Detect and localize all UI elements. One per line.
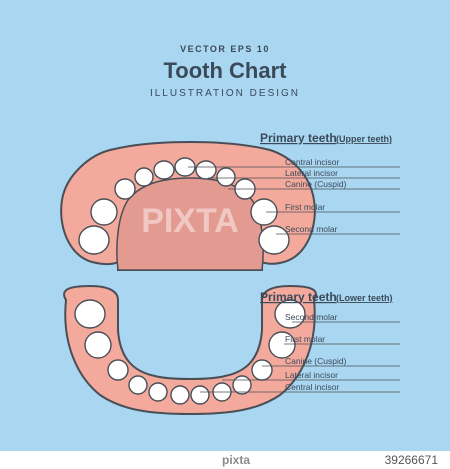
lower-section-subtitle: (Lower teeth) — [336, 293, 393, 303]
lower-label-first-molar: First molar — [285, 334, 325, 344]
lower-label-canine: Canine (Cuspid) — [285, 356, 347, 366]
lower-label-lateral-incisor: Lateral incisor — [285, 370, 338, 380]
lower-tooth — [268, 331, 296, 359]
upper-label-lateral-incisor: Lateral incisor — [285, 168, 338, 178]
lower-section-title: Primary teeth — [260, 290, 337, 304]
upper-tooth — [78, 225, 110, 255]
upper-tooth — [153, 160, 175, 180]
lower-tooth — [232, 375, 252, 395]
watermark: PIXTA — [141, 202, 239, 240]
header-sup: VECTOR EPS 10 — [180, 44, 270, 54]
upper-tooth — [90, 198, 118, 226]
lower-tooth — [251, 359, 273, 381]
lower-gum — [63, 284, 317, 416]
upper-label-first-molar: First molar — [285, 202, 325, 212]
image-id: 39266671 — [384, 453, 438, 467]
upper-tooth — [134, 167, 154, 187]
lower-tooth — [148, 382, 168, 402]
page-title: Tooth Chart — [163, 58, 287, 83]
lower-label-second-molar: Second molar — [285, 312, 338, 322]
header-subtitle: ILLUSTRATION DESIGN — [149, 88, 301, 99]
lower-tooth — [128, 375, 148, 395]
upper-tooth — [258, 225, 290, 255]
upper-section-subtitle: (Upper teeth) — [336, 134, 392, 144]
lower-jaw — [63, 284, 317, 416]
footer: pixta 39266671 — [0, 451, 450, 469]
header: VECTOR EPS 10 Tooth Chart ILLUSTRATION D… — [0, 44, 450, 99]
upper-tooth — [195, 160, 217, 180]
lower-tooth — [84, 331, 112, 359]
upper-jaw — [60, 140, 316, 271]
lower-tooth — [170, 385, 190, 405]
lower-label-central-incisor: Central incisor — [285, 382, 339, 392]
lower-tooth — [190, 385, 210, 405]
lower-tooth — [274, 299, 306, 329]
upper-tooth — [114, 178, 136, 200]
upper-label-second-molar: Second molar — [285, 224, 338, 234]
upper-label-canine: Canine (Cuspid) — [285, 179, 347, 189]
lower-tooth — [107, 359, 129, 381]
upper-section-title: Primary teeth — [260, 131, 337, 145]
upper-tooth — [216, 167, 236, 187]
upper-label-central-incisor: Central incisor — [285, 157, 339, 167]
tooth-diagram: PIXTA Primary teeth (Upper teeth) Centra… — [60, 131, 400, 416]
pixta-logo: pixta — [222, 453, 251, 467]
lower-tooth — [74, 299, 106, 329]
